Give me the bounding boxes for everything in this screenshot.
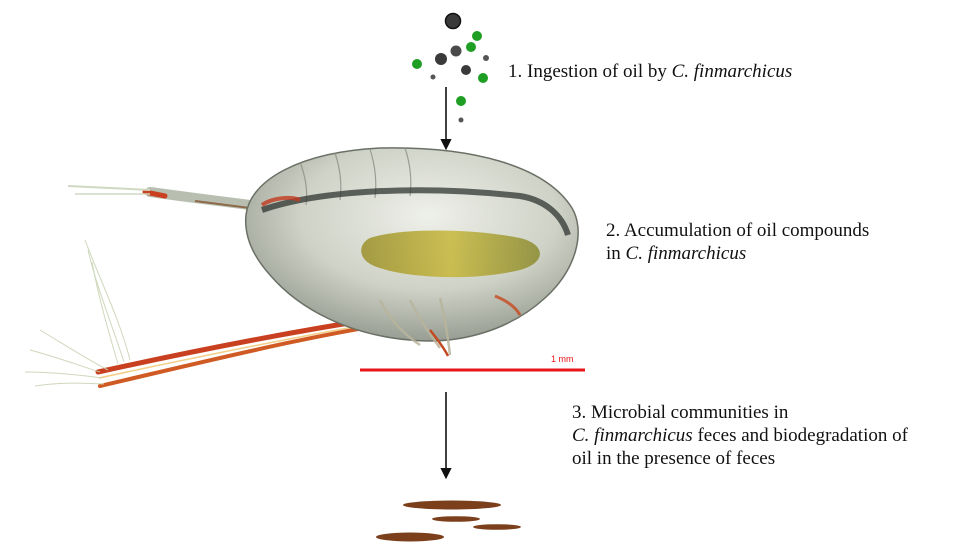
step-text: 3. Microbial communities in [572, 402, 788, 423]
step-text: in [606, 243, 626, 264]
step-text: feces and biodegradation of [693, 425, 908, 446]
fecal-pellet [403, 501, 501, 510]
algae-cell [456, 96, 466, 106]
step-1-label: 1. Ingestion of oil by C. finmarchicus [508, 60, 792, 83]
oil-droplet [459, 118, 464, 123]
algae-cell [412, 59, 422, 69]
species-name: C. finmarchicus [672, 61, 793, 82]
species-name: C. finmarchicus [626, 243, 747, 264]
algae-cell [472, 31, 482, 41]
step-2-line: 2. Accumulation of oil compounds [606, 219, 869, 242]
oil-droplets-group [431, 14, 490, 123]
fecal-pellet [432, 516, 480, 522]
oil-droplet [461, 65, 471, 75]
fecal-pellets-icon [376, 501, 521, 542]
step-3-line: C. finmarchicus feces and biodegradation… [572, 424, 908, 447]
fecal-pellet [376, 533, 444, 542]
oil-droplet [435, 53, 447, 65]
algae-cell [478, 73, 488, 83]
oil-droplet [431, 75, 436, 80]
oil-droplet [451, 46, 462, 57]
step-3-line: oil in the presence of feces [572, 447, 908, 470]
oil-droplet [446, 14, 461, 29]
copepod-icon [25, 148, 578, 386]
algae-cell [466, 42, 476, 52]
oil-droplet [483, 55, 489, 61]
step-text: oil in the presence of feces [572, 448, 775, 469]
species-name: C. finmarchicus [572, 425, 693, 446]
step-3-line: 3. Microbial communities in [572, 401, 908, 424]
algae-cells-group [412, 31, 488, 106]
step-2-line: in C. finmarchicus [606, 242, 869, 265]
step-text: 2. Accumulation of oil compounds [606, 220, 869, 241]
fecal-pellet [473, 524, 521, 530]
scale-bar-label: 1 mm [551, 354, 574, 364]
step-1-line: 1. Ingestion of oil by C. finmarchicus [508, 60, 792, 83]
step-text: 1. Ingestion of oil by [508, 61, 672, 82]
